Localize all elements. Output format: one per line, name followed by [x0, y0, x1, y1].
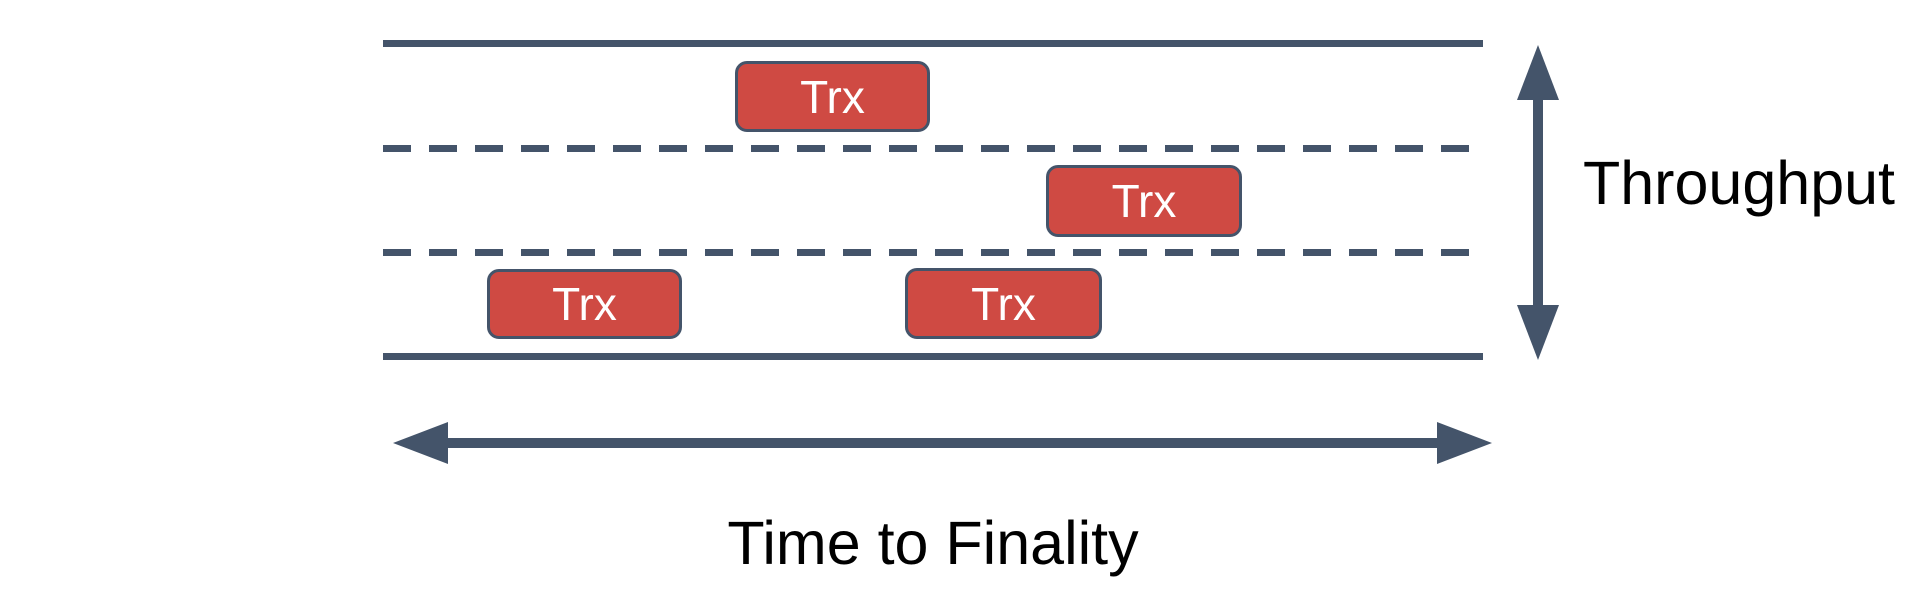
road-edge-line-bottom [383, 353, 1483, 360]
lane-divider-line-1 [383, 145, 1483, 152]
trx-box-label: Trx [1111, 175, 1177, 227]
trx-box-label: Trx [971, 277, 1036, 330]
lane-divider-line-2 [383, 249, 1483, 256]
trx-box-label: Trx [800, 70, 865, 123]
trx-box-lane1: Trx [735, 61, 930, 132]
throughput-double-arrow-icon [1517, 45, 1559, 360]
trx-box-label: Trx [552, 278, 617, 330]
trx-box-lane3-left: Trx [487, 269, 682, 339]
time-to-finality-axis-label: Time to Finality [727, 509, 1139, 577]
time-to-finality-double-arrow-icon [393, 422, 1492, 464]
road-edge-line-top [383, 40, 1483, 47]
trx-box-lane3-right: Trx [905, 268, 1102, 339]
trx-box-lane2: Trx [1046, 165, 1242, 237]
throughput-axis-label: Throughput [1583, 149, 1895, 217]
